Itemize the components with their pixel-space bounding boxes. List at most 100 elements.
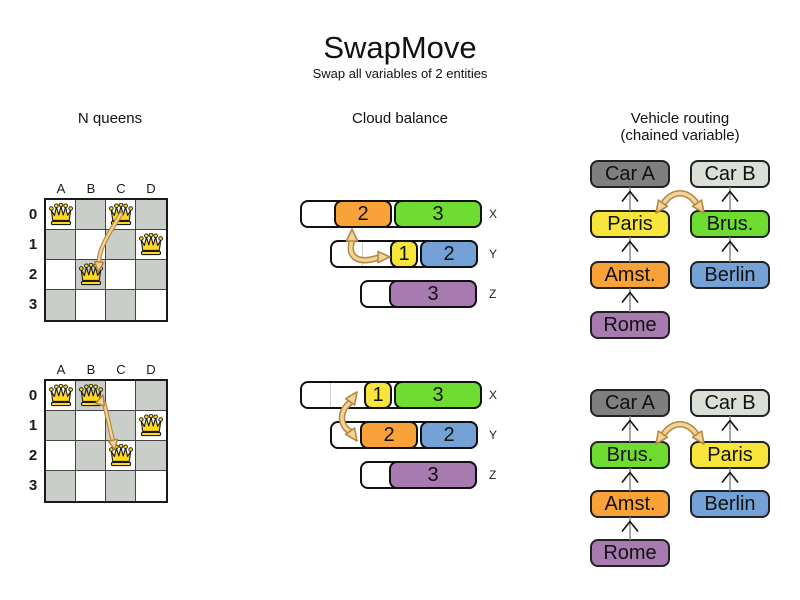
board-cell-B2	[76, 260, 106, 290]
board-row-label: 1	[28, 236, 38, 253]
section-header-vrp: Vehicle routing (chained variable)	[580, 110, 780, 144]
board-row-label: 1	[28, 417, 38, 434]
board-cell-C1	[106, 230, 136, 260]
board-cell-D1	[136, 411, 166, 441]
board-cell-B3	[76, 290, 106, 320]
board-col-label: C	[116, 181, 126, 196]
board-col-label: A	[56, 181, 66, 196]
board-row-label: 2	[28, 266, 38, 283]
board-cell-D1	[136, 230, 166, 260]
board-cell-B1	[76, 411, 106, 441]
board-cell-D3	[136, 290, 166, 320]
cloud-row-label-x: X	[489, 207, 498, 221]
queen-icon	[48, 203, 73, 226]
chain-arrow	[621, 187, 639, 211]
board-col-label: D	[146, 181, 156, 196]
board-cell-A1	[46, 230, 76, 260]
cloud-process-block: 3	[394, 381, 482, 409]
cloud-process-block: 2	[334, 200, 392, 228]
board-cell-D0	[136, 200, 166, 230]
chain-arrow	[621, 517, 639, 540]
board-cell-C0	[106, 381, 136, 411]
board-cell-B0	[76, 200, 106, 230]
board-cell-A3	[46, 471, 76, 501]
vrp-node-brus: Brus.	[590, 441, 670, 469]
chain-arrow	[621, 237, 639, 262]
board-cell-B3	[76, 471, 106, 501]
vrp-node-cara: Car A	[590, 389, 670, 417]
chain-arrow	[721, 416, 739, 442]
cloud-row-label-y: Y	[489, 428, 498, 442]
queen-icon	[139, 414, 163, 437]
board-row-label: 3	[28, 477, 38, 494]
vrp-node-paris: Paris	[590, 210, 670, 238]
chain-arrow	[621, 468, 639, 491]
board-col-label: A	[56, 362, 66, 377]
board-cell-C0	[106, 200, 136, 230]
queen-icon	[78, 384, 103, 407]
section-header-nqueens: N queens	[77, 110, 143, 127]
capacity-divider	[330, 383, 331, 407]
queen-icon	[48, 384, 73, 407]
board-cell-A2	[46, 260, 76, 290]
page-subtitle: Swap all variables of 2 entities	[312, 66, 488, 81]
cloud-process-block: 3	[389, 461, 477, 489]
cloud-row-label-x: X	[489, 388, 498, 402]
board-row-label: 0	[28, 387, 38, 404]
board-row-label: 3	[28, 296, 38, 313]
board-cell-C3	[106, 471, 136, 501]
chain-arrow	[721, 468, 739, 491]
board-cell-D3	[136, 471, 166, 501]
vrp-node-carb: Car B	[690, 160, 770, 188]
vrp-node-amst: Amst.	[590, 261, 670, 289]
board-cell-A1	[46, 411, 76, 441]
vrp-node-rome: Rome	[590, 539, 670, 567]
cloud-process-block: 3	[389, 280, 477, 308]
board-row-label: 0	[28, 206, 38, 223]
board-col-label: B	[86, 181, 96, 196]
cloud-process-block: 1	[364, 381, 392, 409]
board-cell-A0	[46, 200, 76, 230]
cloud-row-label-z: Z	[489, 468, 497, 482]
vrp-node-carb: Car B	[690, 389, 770, 417]
nqueens-board	[44, 198, 168, 322]
vrp-node-amst: Amst.	[590, 490, 670, 518]
board-cell-D2	[136, 441, 166, 471]
cloud-process-block: 3	[394, 200, 482, 228]
board-cell-D2	[136, 260, 166, 290]
vrp-node-brus: Brus.	[690, 210, 770, 238]
chain-arrow	[721, 187, 739, 211]
cloud-process-block: 2	[360, 421, 418, 449]
board-col-label: D	[146, 362, 156, 377]
vrp-node-berlin: Berlin	[690, 261, 770, 289]
vrp-node-rome: Rome	[590, 311, 670, 339]
queen-icon	[78, 263, 103, 286]
board-cell-A2	[46, 441, 76, 471]
board-cell-B2	[76, 441, 106, 471]
board-cell-C1	[106, 411, 136, 441]
cloud-process-block: 2	[420, 240, 478, 268]
board-cell-C2	[106, 441, 136, 471]
board-cell-C3	[106, 290, 136, 320]
page-title: SwapMove	[323, 30, 477, 65]
vrp-header-line2: (chained variable)	[620, 127, 740, 144]
cloud-row-label-y: Y	[489, 247, 498, 261]
queen-icon	[108, 444, 133, 467]
board-row-label: 2	[28, 447, 38, 464]
section-header-cloud: Cloud balance	[352, 110, 448, 127]
chain-arrow	[621, 288, 639, 312]
cloud-row-label-z: Z	[489, 287, 497, 301]
vrp-node-cara: Car A	[590, 160, 670, 188]
cloud-process-block: 1	[390, 240, 418, 268]
queen-icon	[139, 233, 163, 256]
chain-arrow	[621, 416, 639, 442]
vrp-node-paris: Paris	[690, 441, 770, 469]
capacity-divider	[362, 242, 363, 266]
vrp-node-berlin: Berlin	[690, 490, 770, 518]
board-col-label: B	[86, 362, 96, 377]
board-cell-A3	[46, 290, 76, 320]
board-cell-A0	[46, 381, 76, 411]
queen-icon	[108, 203, 133, 226]
board-cell-D0	[136, 381, 166, 411]
